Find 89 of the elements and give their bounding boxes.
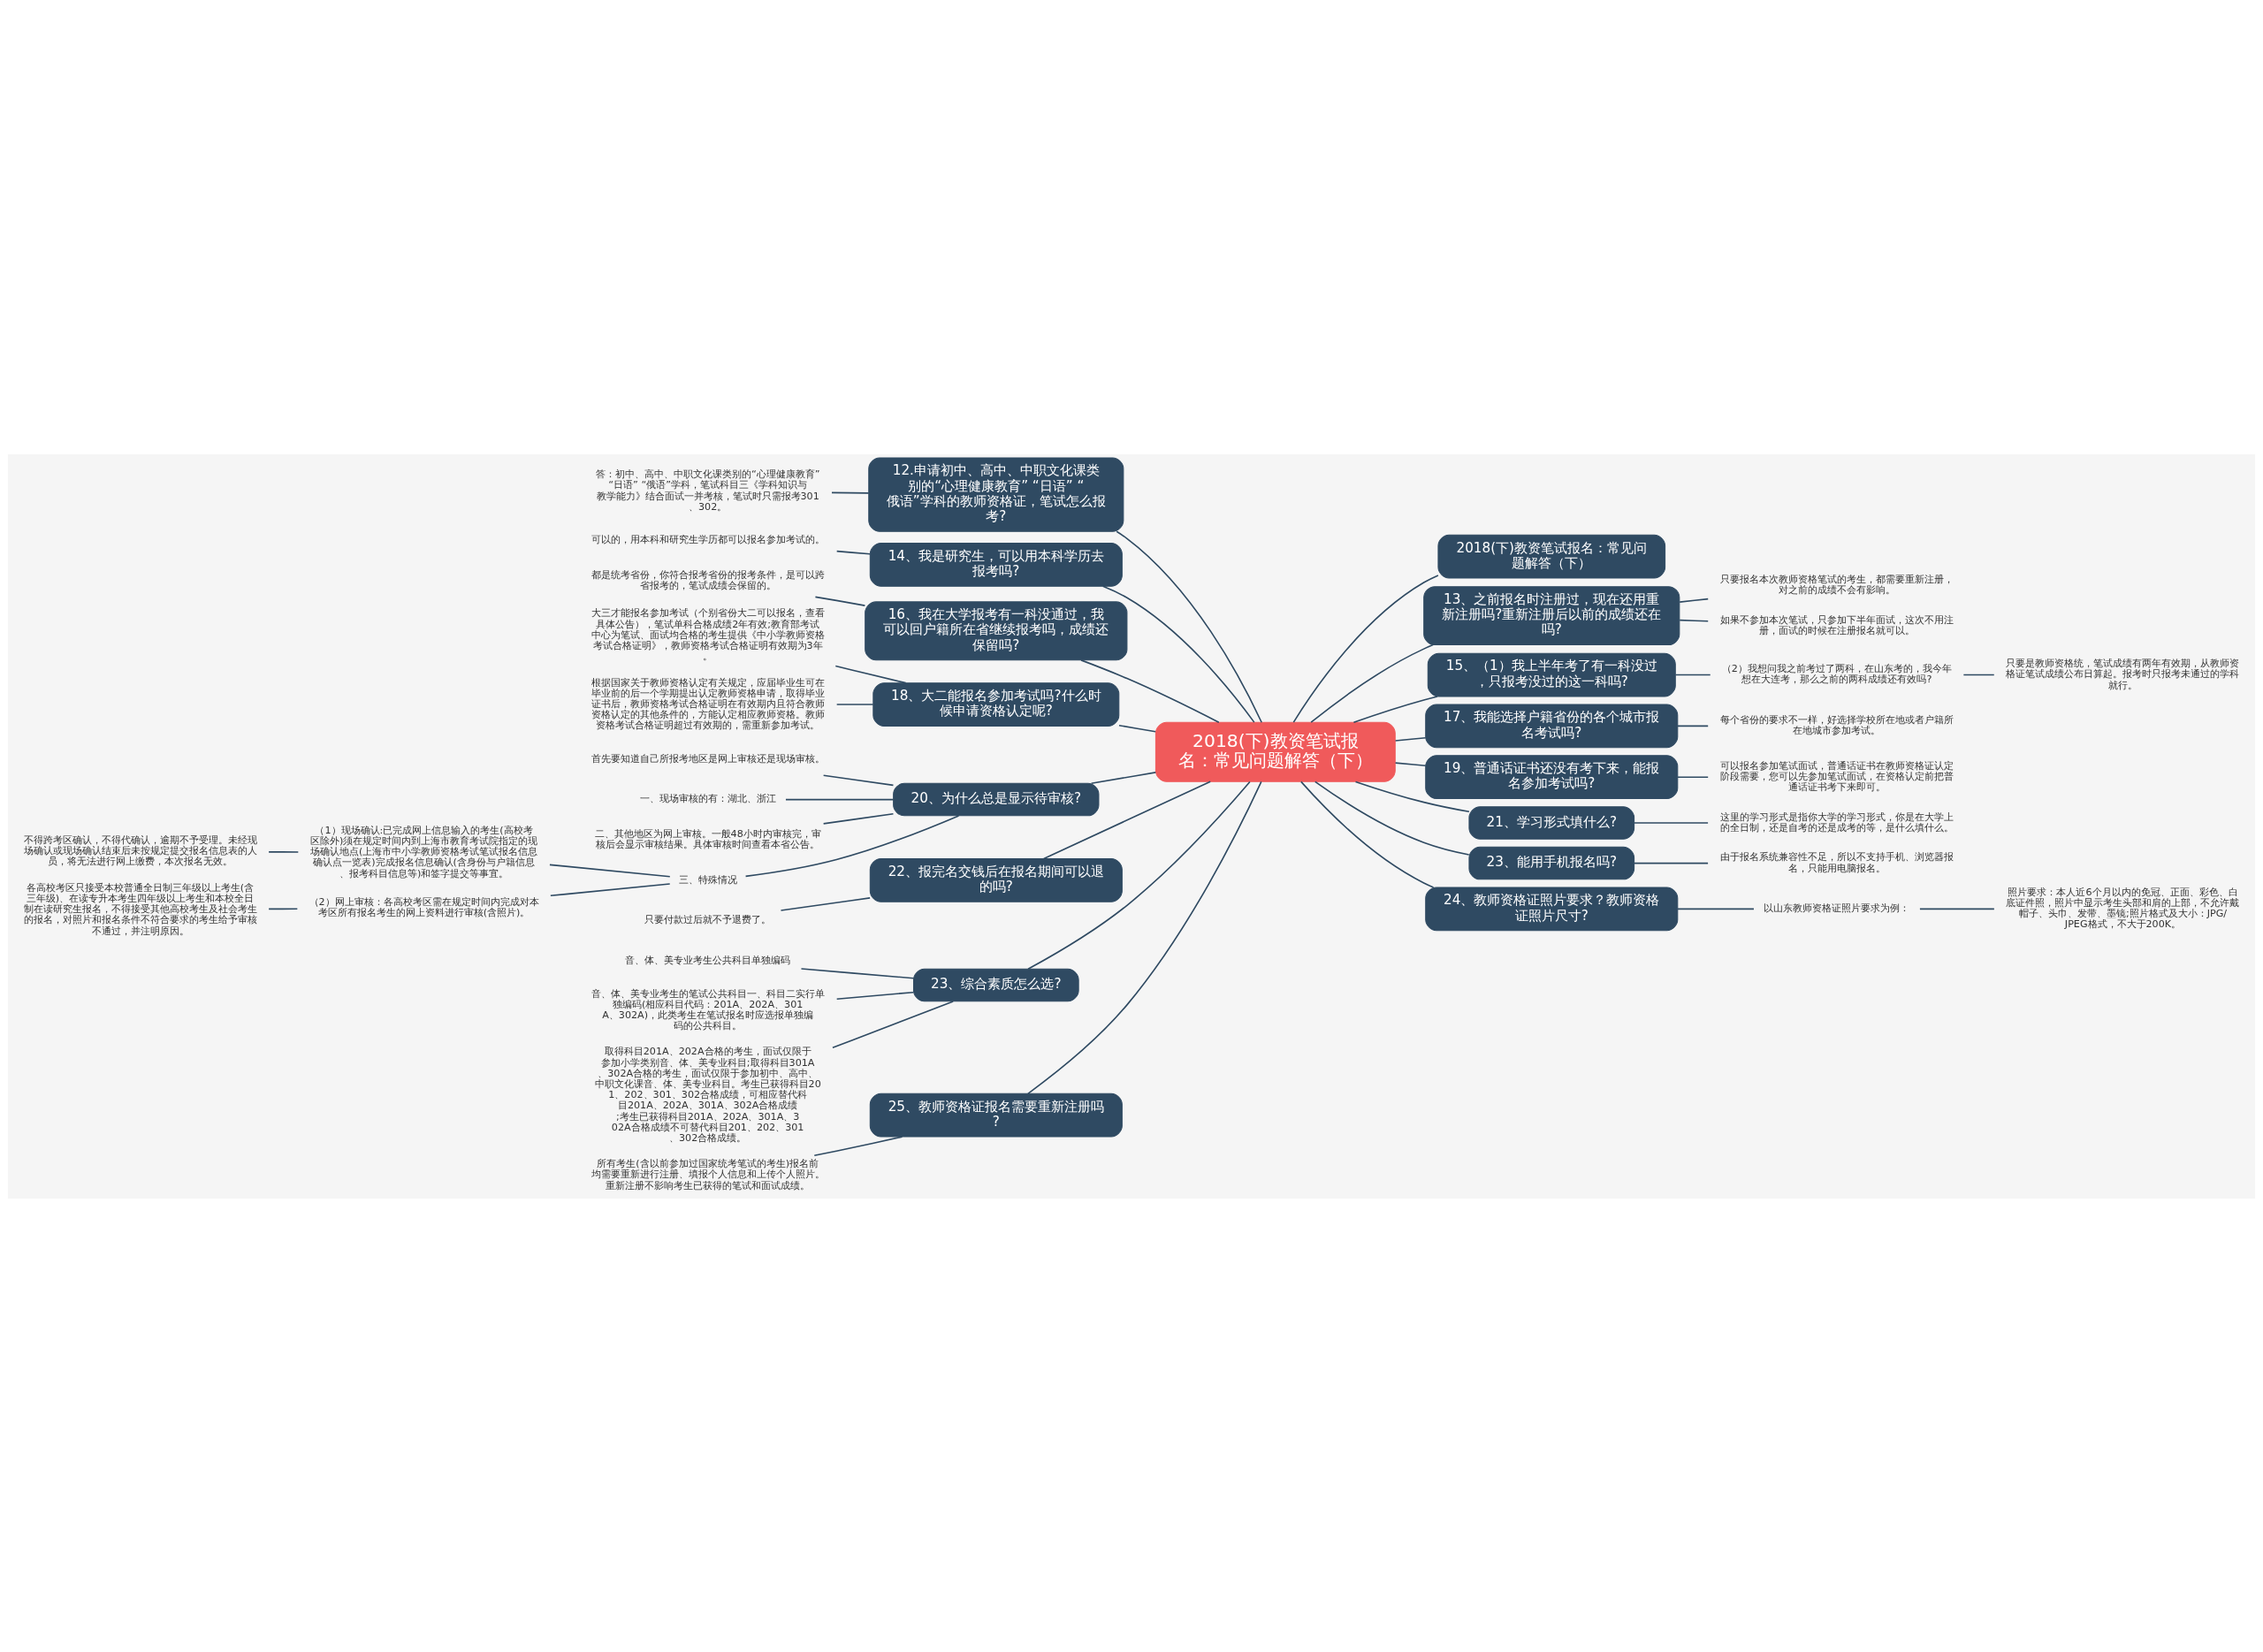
connector <box>814 596 866 606</box>
connector <box>744 814 960 877</box>
connector <box>1314 780 1470 856</box>
connector <box>1679 619 1710 622</box>
connector <box>835 991 914 1000</box>
connector <box>1674 674 1711 675</box>
node-text: （2）我想问我之前考过了两科，在山东考的，我今年想在大连考，那么之前的两科成绩还有效吗? <box>1721 662 1952 685</box>
connector <box>822 812 895 825</box>
connector <box>832 1000 954 1048</box>
connector <box>822 773 895 786</box>
connector <box>1090 771 1157 784</box>
connector <box>268 850 300 853</box>
node-text: 三、特殊情况 <box>678 873 737 886</box>
connector <box>1027 780 1251 970</box>
connector <box>1677 908 1755 910</box>
node-box: 19、普通话证书还没有考下来，能报名参加考试吗? <box>1425 754 1679 799</box>
node-text: 所有考生(含以前参加过国家统考笔试的考生)报名前均需要重新进行注册、填报个人信息和上传个人照片。重新注册不影响考生已获得的笔试和面试成绩。 <box>591 1157 825 1191</box>
node-text: 可以报名参加笔试面试，普通话证书在教师资格证认定阶段需要，您可以先参加笔试面试，在资格认定前把普通话证书考下来即可。 <box>1719 759 1954 793</box>
connector <box>1116 530 1262 723</box>
node-box: 2018(下)教资笔试报名：常见问题解答（下） <box>1437 534 1666 578</box>
node-text: 大三才能报名参加考试（个别省份大二可以报名，查看具体公告），笔试单科合格成绩2年有效;教育部考试中心为笔试、面试均合格的考生提供《中小学教师资格考试合格证明》，教师资格考试合格证明有效期为3年。 <box>591 606 825 662</box>
connector <box>834 665 907 683</box>
node-text: 只要报名本次教师资格笔试的考生，都需要重新注册，对之前的成绩不会有影响。 <box>1719 573 1954 596</box>
connector <box>831 491 870 494</box>
node-text: 都是统考省份，你符合报考省份的报考条件，是可以跨省报考的，笔试成绩会保留的。 <box>591 568 825 591</box>
connector <box>1679 598 1710 603</box>
node-box: 13、之前报名时注册过，现在还用重新注册吗?重新注册后以前的成绩还在吗? <box>1423 585 1680 645</box>
node-box: 15、（1）我上半年考了有一科没过，只报考没过的这一科吗? <box>1427 652 1676 697</box>
connector <box>1394 736 1427 742</box>
node-text: 答：初中、高中、中职文化课类别的“心理健康教育” “日语” “俄语”学科，笔试科目三《学科知识与教学能力》结合面试一并考核，笔试时只需报考301、302。 <box>595 468 820 513</box>
connector <box>1919 908 1995 910</box>
connector <box>1292 574 1439 723</box>
connector <box>813 1135 903 1156</box>
connector <box>780 896 871 911</box>
node-box: 20、为什么总是显示待审核? <box>893 782 1100 816</box>
node-box: 23、能用手机报名吗? <box>1468 846 1635 879</box>
node-box: 25、教师资格证报名需要重新注册吗? <box>869 1092 1123 1137</box>
node-text: （2）网上审核：各高校考区需在规定时间内完成对本考区所有报名考生的网上资料进行审核(含照片)。 <box>309 895 539 918</box>
node-text: 各高校考区只接受本校普通全日制三年级以上考生(含三年级)、在读专升本考生四年级以上考生和本校全日制在读研究生报名，不得接受其他高校考生及社会考生的报名，对照片和报名条件不符合要求的考生给予审核不通过，并注明原因。 <box>23 881 257 937</box>
connector <box>1080 659 1220 723</box>
node-box: 12.申请初中、高中、中职文化课类别的“心理健康教育” “日语” “俄语”学科的教师资格证，笔试怎么报考? <box>868 457 1124 532</box>
connector <box>1354 780 1470 812</box>
node-text: 首先要知道自己所报考地区是网上审核还是现场审核。 <box>591 752 825 765</box>
connector <box>268 907 299 910</box>
connector <box>1118 724 1156 733</box>
node-box: 14、我是研究生，可以用本科学历去报考吗? <box>869 542 1123 587</box>
connector <box>1300 780 1435 888</box>
connector <box>1310 643 1434 723</box>
node-box: 22、报完名交钱后在报名期间可以退的吗? <box>869 857 1123 902</box>
connector <box>835 550 871 555</box>
node-box: 18、大二能报名参加考试吗?什么时候申请资格认定呢? <box>872 681 1120 727</box>
connector <box>1352 695 1438 723</box>
connector <box>1042 780 1212 859</box>
connector <box>549 864 671 878</box>
node-text: 由于报名系统兼容性不足，所以不支持手机、浏览器报名，只能用电脑报名。 <box>1719 850 1954 874</box>
connector <box>1677 725 1709 727</box>
node-text: 音、体、美专业考生的笔试公共科目一、科目二实行单独编码(相应科目代码：201A、202A、301A、302A)，此类考生在笔试报名时应选报单独编码的公共科目。 <box>591 987 825 1032</box>
connector <box>550 882 671 896</box>
node-text: 可以的，用本科和研究生学历都可以报名参加考试的。 <box>591 533 825 545</box>
node-box: 17、我能选择户籍省份的各个城市报名考试吗? <box>1425 704 1679 748</box>
node-text: 取得科目201A、202A合格的考生，面试仅限于参加小学类别音、体、美专业科目;取得科目301A、302A合格的考生，面试仅限于参加初中、高中、中职文化课音、体、美专业科目。考生已获得科目201、202、301、302合格成绩，可相应替代科目201A、202A、301A、302A合格成绩;考生已获得科目201A、202A、301A、302A合格成绩不可替代科目201、202、301、302合格成绩。 <box>594 1045 821 1144</box>
node-text: 只要是教师资格统，笔试成绩有两年有效期，从教师资格证笔试成绩公布日算起。报考时只报考未通过的学科就行。 <box>2006 657 2240 691</box>
connector <box>1677 775 1709 778</box>
connector <box>1027 780 1262 1094</box>
node-text: 音、体、美专业考生公共科目单独编码 <box>625 954 791 966</box>
connector <box>1634 862 1709 864</box>
node-text: 这里的学习形式是指你大学的学习形式，你是在大学上的全日制，还是自考的还是成考的等，是什么填什么。 <box>1719 811 1954 834</box>
node-text: 如果不参加本次笔试，只参加下半年面试，这次不用注册，面试的时候在注册报名就可以。 <box>1719 613 1954 636</box>
node-box: 2018(下)教资笔试报名：常见问题解答（下） <box>1154 721 1396 782</box>
node-text: 根据国家关于教师资格认定有关规定，应届毕业生可在毕业前的后一个学期提出认定教师资格申请，取得毕业证书后，教师资格考试合格证明在有效期内且符合教师资格认定的其他条件的，方能认定相应教师资格。教师资格考试合格证明超过有效期的，需重新参加考试。 <box>591 676 825 731</box>
connector <box>1634 821 1709 824</box>
connector <box>835 703 874 705</box>
node-box: 24、教师资格证照片要求？教师资格证照片尺寸? <box>1425 886 1679 931</box>
node-box: 16、我在大学报考有一科没通过，我可以回户籍所在省继续报考吗，成绩还保留吗? <box>865 600 1128 660</box>
connector <box>1101 584 1255 723</box>
node-text: （1）现场确认:已完成网上信息输入的考生(高校考区除外)须在规定时间内到上海市教育考试院指定的现场确认地点(上海市中小学教师资格考试笔试报名信息确认点一览表)完成报名信息确认(含身份与户籍信息、报考科目信息等)和签字提交等事宜。 <box>309 824 538 879</box>
node-text: 二、其他地区为网上审核。一般48小时内审核完，审核后会显示审核结果。具体审核时间查看本省公告。 <box>594 827 821 850</box>
node-text: 只要付款过后就不予退费了。 <box>644 913 772 925</box>
node-text: 一、现场审核的有：湖北、浙江 <box>639 792 776 804</box>
connector <box>785 798 895 800</box>
node-text: 每个省份的要求不一样，好选择学校所在地或者户籍所在地城市参加考试。 <box>1719 713 1954 736</box>
connector <box>1394 761 1427 766</box>
node-box: 23、综合素质怎么选? <box>913 968 1079 1001</box>
node-text: 不得跨考区确认，不得代确认，逾期不予受理。未经现场确认或现场确认结束后未按规定提交报名信息表的人员，将无法进行网上缴费，本次报名无效。 <box>23 834 257 867</box>
node-text: 以山东教师资格证照片要求为例： <box>1764 902 1910 914</box>
connector <box>1962 674 1995 675</box>
node-text: 照片要求：本人近6个月以内的免冠、正面、彩色、白底证件照，照片中显示考生头部和肩的上部，不允许戴帽子、头巾、发带、墨镜;照片格式及大小：JPG/JPEG格式，不大于200K。 <box>2006 886 2240 930</box>
connector <box>800 967 915 979</box>
node-box: 21、学习形式填什么? <box>1468 805 1635 840</box>
